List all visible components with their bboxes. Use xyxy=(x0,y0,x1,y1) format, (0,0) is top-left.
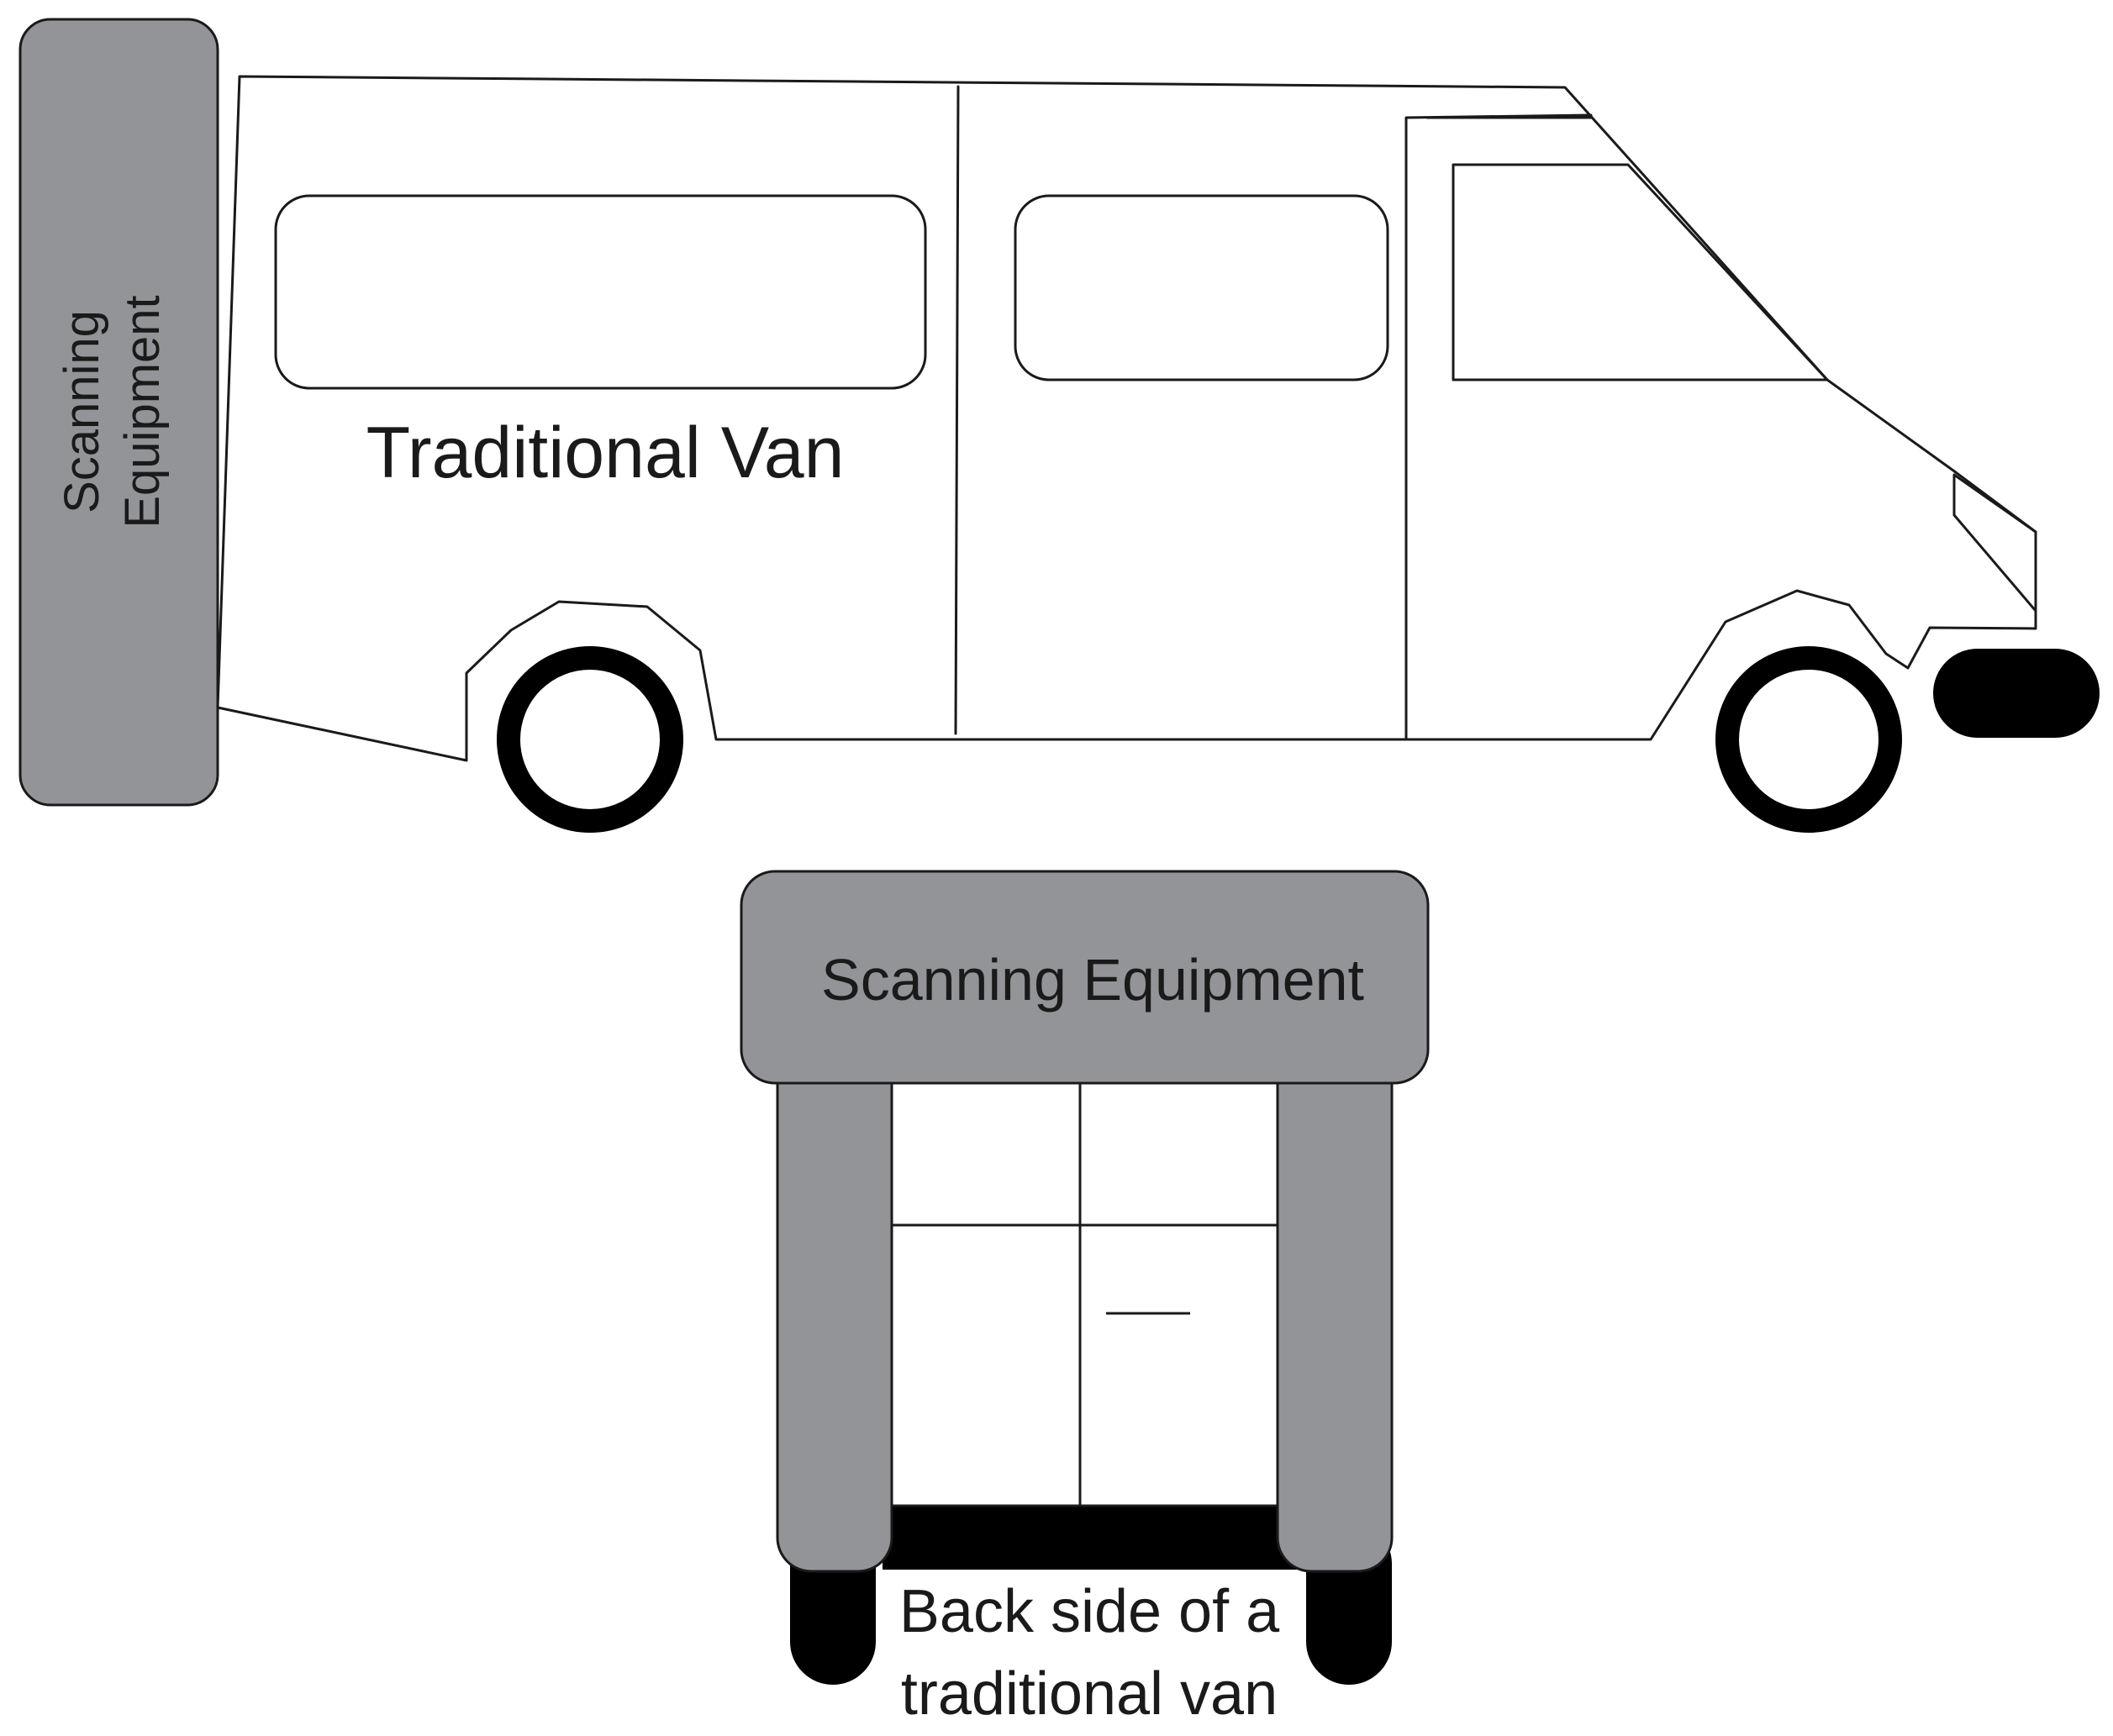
back-doors xyxy=(889,1074,1279,1507)
van-body-outline xyxy=(216,75,2037,762)
back-bumper xyxy=(883,1504,1300,1570)
front-door-line xyxy=(1404,113,1593,741)
back-caption-line1: Back side of a xyxy=(899,1578,1280,1645)
front-bumper xyxy=(1933,649,2100,738)
side-scanner-label-line1: Scanning xyxy=(55,310,109,513)
back-scanner-right-pillar xyxy=(1276,1030,1394,1573)
back-scanning-equipment xyxy=(740,870,1430,1085)
van-label: Traditional Van xyxy=(366,413,845,493)
front-wheel xyxy=(1715,646,1902,833)
side-view xyxy=(216,75,2037,762)
door-divider xyxy=(954,85,960,735)
side-scanning-equipment xyxy=(18,18,219,807)
back-caption-line2: traditional van xyxy=(901,1660,1278,1728)
middle-side-window xyxy=(1014,194,1389,381)
front-door-window xyxy=(1452,163,1829,381)
rear-side-window xyxy=(274,194,927,390)
side-scanner-label-line2: Equipment xyxy=(115,295,170,528)
back-scanner-label: Scanning Equipment xyxy=(821,947,1364,1013)
rear-wheel xyxy=(497,646,683,833)
back-scanner-left-pillar xyxy=(776,1030,893,1573)
back-view: Scanning Equipment Back side of a tradit… xyxy=(740,870,1430,1728)
headlight xyxy=(1952,473,2037,613)
